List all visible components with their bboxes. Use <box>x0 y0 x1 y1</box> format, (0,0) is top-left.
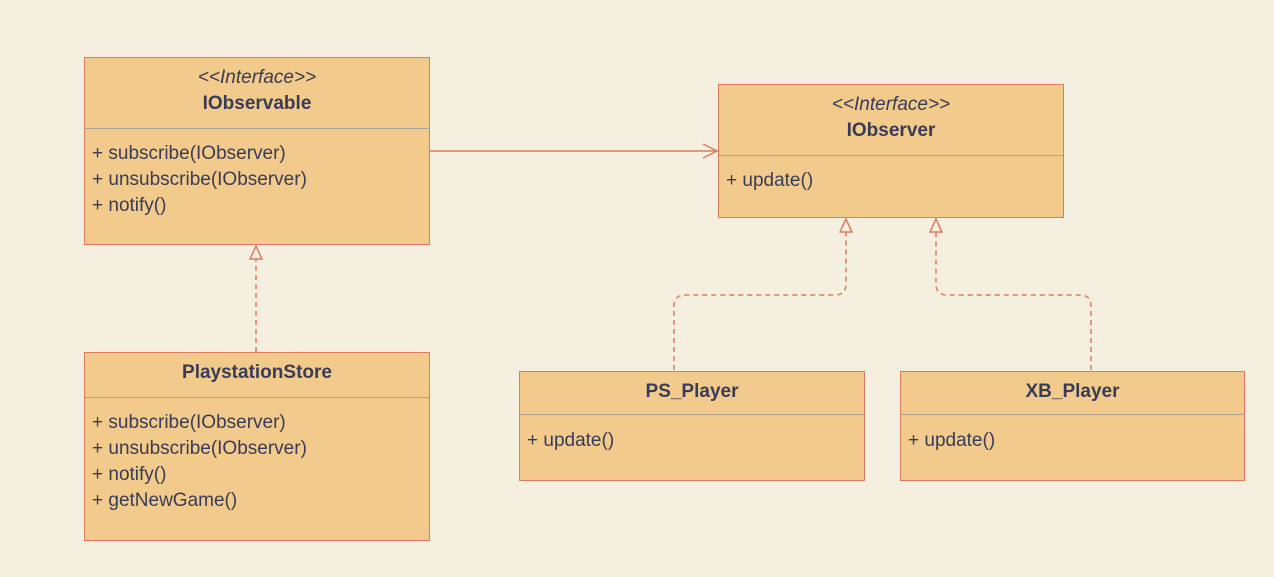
compartment-divider <box>520 414 864 415</box>
method-item: + getNewGame() <box>92 490 238 511</box>
class-header: <<Interface>> IObservable <box>85 65 429 117</box>
hollow-triangle-icon <box>928 217 944 233</box>
class-header: <<Interface>> IObserver <box>719 92 1063 144</box>
class-header: PlaystationStore <box>85 360 429 386</box>
class-name: PlaystationStore <box>182 362 332 383</box>
method-item: + update() <box>527 430 615 451</box>
hollow-triangle-icon <box>838 217 854 233</box>
method-item: + update() <box>908 430 996 451</box>
class-header: PS_Player <box>520 379 864 405</box>
method-list: + subscribe(IObserver) + unsubscribe(IOb… <box>92 141 425 219</box>
method-item: + notify() <box>92 464 167 485</box>
class-iobserver[interactable]: <<Interface>> IObserver + update() <box>718 84 1064 218</box>
method-list: + update() <box>527 428 860 454</box>
stereotype-label: <<Interface>> <box>831 94 951 115</box>
method-item: + update() <box>726 170 814 191</box>
compartment-divider <box>85 128 429 129</box>
method-item: + unsubscribe(IObserver) <box>92 169 307 190</box>
class-name: IObserver <box>846 120 936 141</box>
realization-xb-player-to-iobserver <box>928 217 1092 370</box>
class-header: XB_Player <box>901 379 1244 405</box>
method-item: + subscribe(IObserver) <box>92 143 286 164</box>
realization-ps-player-to-iobserver <box>673 217 854 370</box>
method-item: + unsubscribe(IObserver) <box>92 438 307 459</box>
class-playstationstore[interactable]: PlaystationStore + subscribe(IObserver) … <box>84 352 430 541</box>
hollow-triangle-icon <box>248 244 264 260</box>
compartment-divider <box>85 397 429 398</box>
class-name: PS_Player <box>645 381 739 402</box>
class-iobservable[interactable]: <<Interface>> IObservable + subscribe(IO… <box>84 57 430 245</box>
method-item: + notify() <box>92 195 167 216</box>
compartment-divider <box>901 414 1244 415</box>
open-arrowhead-icon <box>702 143 719 159</box>
method-list: + update() <box>908 428 1240 454</box>
class-name: IObservable <box>202 93 312 114</box>
compartment-divider <box>719 155 1063 156</box>
association-iobservable-to-iobserver <box>429 143 719 159</box>
class-xb-player[interactable]: XB_Player + update() <box>900 371 1245 481</box>
stereotype-label: <<Interface>> <box>197 67 317 88</box>
realization-line <box>935 232 1092 370</box>
class-name: XB_Player <box>1025 381 1120 402</box>
realization-playstationstore-to-iobservable <box>248 244 264 352</box>
realization-line <box>673 232 847 370</box>
method-list: + update() <box>726 168 1059 194</box>
method-list: + subscribe(IObserver) + unsubscribe(IOb… <box>92 410 425 514</box>
class-ps-player[interactable]: PS_Player + update() <box>519 371 865 481</box>
method-item: + subscribe(IObserver) <box>92 412 286 433</box>
